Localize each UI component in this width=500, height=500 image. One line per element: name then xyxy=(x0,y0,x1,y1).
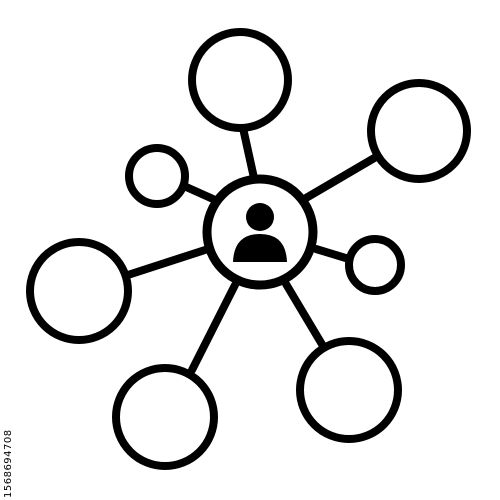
person-icon xyxy=(233,203,287,262)
connector-line-left xyxy=(124,245,212,279)
stock-id-text: 1568694708 xyxy=(3,429,14,498)
connector-line-bottom-right xyxy=(282,280,327,350)
hub-circle xyxy=(202,174,318,290)
stock-id-watermark: 1568694708 xyxy=(3,380,17,500)
node-circle-left-small xyxy=(125,144,189,208)
connector-line-right-small xyxy=(312,245,353,263)
node-circle-left xyxy=(26,238,132,344)
connector-line-top-right xyxy=(302,153,380,202)
node-circle-right-small xyxy=(345,235,405,295)
node-circle-bottom-right xyxy=(296,337,402,443)
node-circle-top-right xyxy=(367,79,471,183)
connector-line-left-small xyxy=(180,182,217,203)
node-circle-top xyxy=(188,28,292,132)
connector-line-bottom-left xyxy=(188,281,239,374)
connector-line-top xyxy=(239,124,258,182)
node-circle-bottom-left xyxy=(112,364,218,470)
